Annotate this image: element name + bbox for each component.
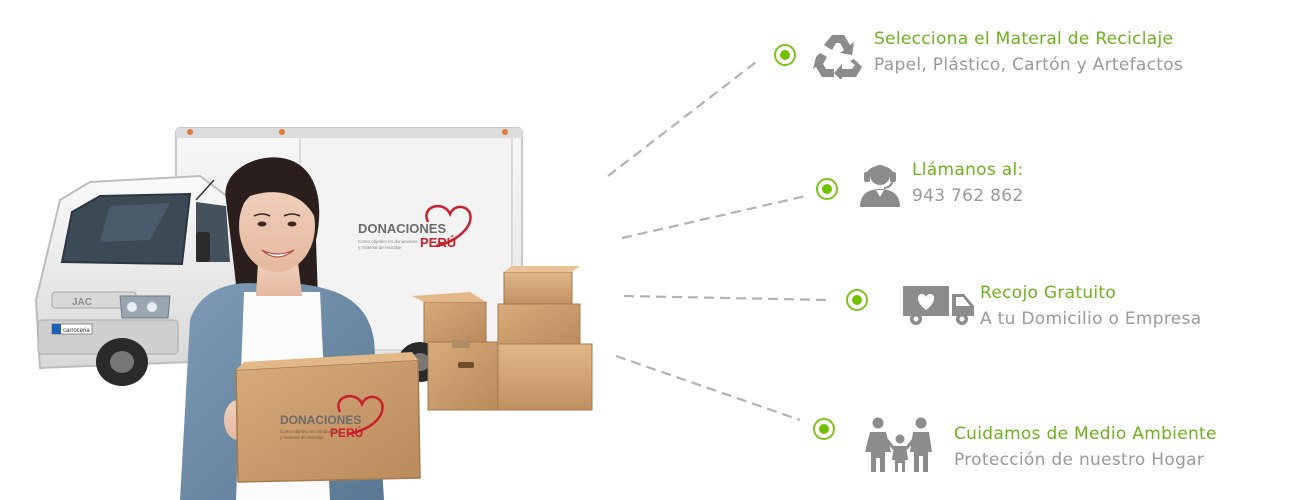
connector-line-3 — [623, 294, 831, 302]
feature-4-bullet — [813, 418, 835, 440]
feature-2-text: Llámanos al: 943 762 862 — [912, 159, 1024, 207]
connector-line-4 — [615, 354, 801, 422]
truck-make-badge: JAC — [72, 297, 92, 308]
truck-brand-logo: DONACIONES PERÚ Como objetivo en donacio… — [358, 204, 472, 250]
box-logo-tagline-1: Como objetivo en donaciones — [280, 429, 340, 434]
connector-line-2 — [621, 194, 807, 240]
hero-illustration: DONACIONES PERÚ Como objetivo en donacio… — [0, 0, 620, 500]
feature-3-title: Recojo Gratuito — [980, 283, 1117, 303]
feature-4-text: Cuidamos de Medio Ambiente Protección de… — [954, 423, 1217, 471]
recycle-icon — [812, 31, 864, 79]
feature-1-title: Selecciona el Materal de Reciclaje — [874, 29, 1174, 49]
truck-cab: JAC carroceria — [34, 174, 242, 370]
feature-1-bullet — [774, 44, 796, 66]
headset-agent-icon — [858, 161, 902, 209]
box-logo-country: PERÚ — [330, 425, 363, 440]
stacked-cardboard-boxes — [412, 266, 593, 411]
feature-1-subtitle: Papel, Plástico, Cartón y Artefactos — [874, 55, 1184, 75]
feature-2-title: Llámanos al: — [912, 160, 1024, 180]
truck-logo-tagline-1: Como objetivo en donaciones — [358, 239, 418, 244]
feature-3-subtitle: A tu Domicilio o Empresa — [980, 309, 1202, 329]
truck-logo-tagline-2: y material de reciclaje — [358, 245, 402, 250]
delivery-truck-heart-icon — [902, 284, 976, 328]
feature-2-subtitle: 943 762 862 — [912, 186, 1024, 206]
feature-3-bullet — [846, 289, 868, 311]
box-logo-name: DONACIONES — [280, 413, 361, 427]
held-donation-box: DONACIONES PERÚ Como objetivo en donacio… — [235, 352, 421, 483]
feature-2-bullet — [816, 178, 838, 200]
feature-1-text: Selecciona el Materal de Reciclaje Papel… — [874, 28, 1183, 76]
connector-line-1 — [607, 61, 757, 177]
feature-4-title: Cuidamos de Medio Ambiente — [954, 424, 1217, 444]
truck-logo-country: PERÚ — [420, 235, 456, 250]
truck-plate-text: carroceria — [63, 328, 90, 334]
box-logo-tagline-2: y material de reciclaje — [280, 435, 324, 440]
truck-logo-name: DONACIONES — [358, 221, 446, 236]
feature-4-subtitle: Protección de nuestro Hogar — [954, 450, 1205, 470]
family-icon — [864, 416, 936, 474]
feature-3-text: Recojo Gratuito A tu Domicilio o Empresa — [980, 282, 1201, 330]
